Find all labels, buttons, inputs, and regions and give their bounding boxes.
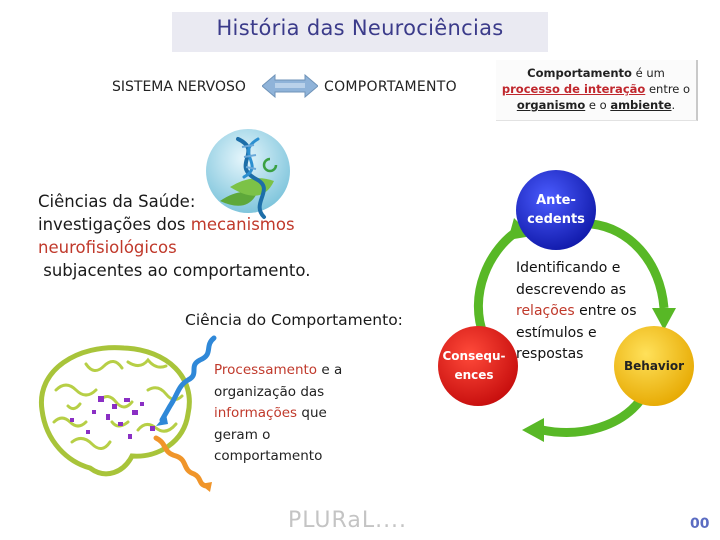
page-number: 00 — [690, 516, 710, 532]
health-sciences-text: Ciências da Saúde: investigações dos mec… — [38, 190, 338, 282]
definition-organism: organismo — [516, 98, 586, 112]
page-title: História das Neurociências — [216, 16, 504, 40]
health-sciences-line4: subjacentes ao comportamento. — [38, 261, 311, 280]
processing-line2: organização das — [214, 383, 325, 400]
title-background — [172, 12, 548, 52]
definition-between: entre o — [645, 82, 691, 96]
antecedents-circle — [516, 170, 596, 250]
health-sciences-mechanisms: mecanismos — [190, 215, 295, 234]
health-sciences-prefix: investigações dos — [38, 215, 191, 234]
processing-line4: geram o — [214, 426, 271, 443]
plural-brand-logo: PLURaL.... — [288, 508, 408, 533]
processing-line5: comportamento — [214, 448, 323, 464]
processing-line3-rest: que — [297, 405, 327, 421]
definition-process: processo de interação — [501, 82, 646, 96]
double-arrow-icon — [262, 74, 318, 98]
consequences-label-1: Consequ- — [443, 349, 506, 363]
behavior-circle — [614, 326, 694, 406]
behavior-label: COMPORTAMENTO — [324, 79, 457, 95]
definition-environment: ambiente — [610, 98, 672, 112]
processing-word: Processamento — [214, 362, 318, 378]
identify-text: Identificando e descrevendo as relações … — [516, 258, 656, 366]
behavior-science-heading: Ciência do Comportamento: — [185, 311, 403, 329]
information-word: informações — [214, 405, 298, 421]
definition-is-a: é um — [631, 66, 665, 80]
abc-cycle-diagram: Ante- cedents Behavior Consequ- ences — [438, 170, 694, 442]
definition-end: . — [671, 98, 676, 112]
definition-term: Comportamento — [527, 66, 632, 80]
definition-text: Comportamento é um processo de interação… — [496, 60, 696, 118]
identify-line2: descrevendo as — [516, 281, 627, 298]
consequences-label-2: ences — [454, 368, 493, 382]
identify-line1: Identificando e — [516, 260, 621, 276]
nervous-system-label: SISTEMA NERVOSO — [112, 79, 246, 95]
antecedents-label-1: Ante- — [536, 193, 576, 208]
processing-line3: informações que — [214, 403, 364, 425]
processing-line1-rest: e a — [317, 362, 343, 378]
identify-line5: respostas — [516, 346, 584, 362]
definition-box: Comportamento é um processo de interação… — [496, 60, 698, 121]
antecedents-label-2: cedents — [527, 212, 585, 227]
identify-line3-rest: entre os — [574, 303, 637, 319]
processing-text: Processamento e a organização das inform… — [214, 360, 364, 468]
dna-plant-logo-icon — [206, 129, 290, 219]
relations-word: relações — [516, 303, 575, 319]
health-sciences-neurophysiological: neurofisiológicos — [38, 238, 177, 257]
processing-line1: Processamento e a — [214, 360, 364, 382]
identify-line4: estímulos e — [516, 324, 597, 341]
definition-and: e o — [585, 98, 611, 112]
health-sciences-line2: investigações dos mecanismos — [38, 213, 338, 236]
behavior-label-circle: Behavior — [624, 359, 684, 373]
brain-illustration-icon — [38, 335, 217, 492]
health-sciences-heading: Ciências da Saúde: — [38, 192, 196, 211]
consequences-circle — [438, 326, 518, 406]
identify-line3: relações entre os — [516, 301, 656, 323]
